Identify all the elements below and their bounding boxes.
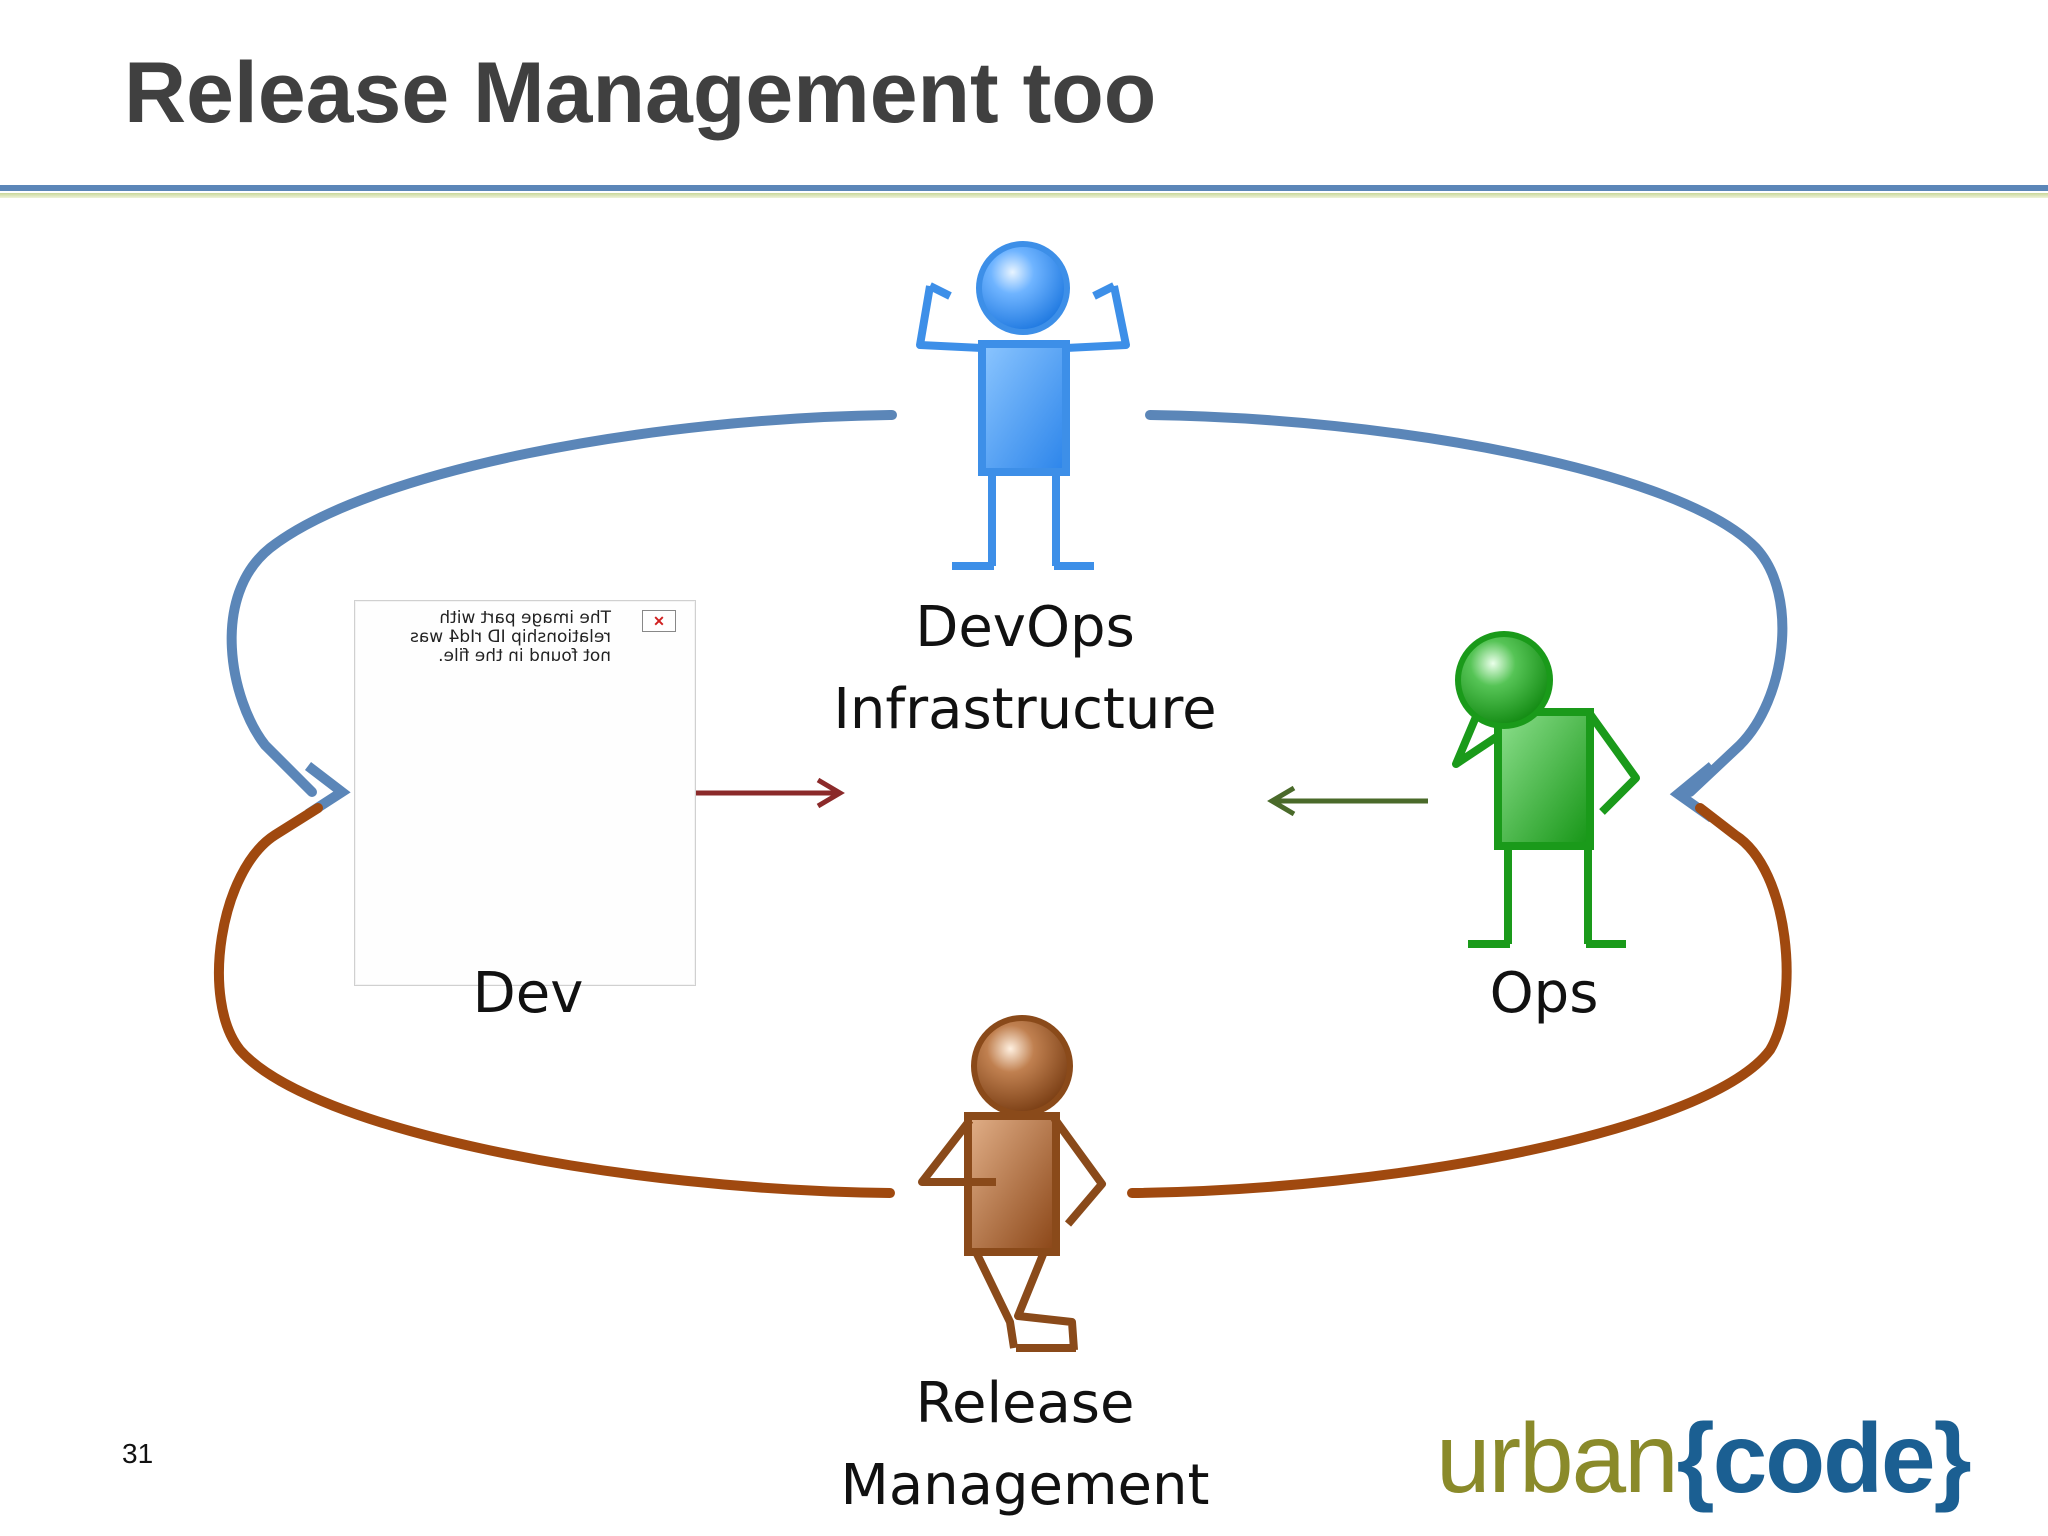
missing-image-message: The image part with relationship ID rId4… — [409, 608, 611, 666]
devops-figure-icon — [916, 241, 1130, 570]
page-number: 31 — [122, 1438, 154, 1469]
release-label-line1: Release — [915, 1371, 1135, 1436]
ops-label: Ops — [1489, 961, 1599, 1026]
brown-cycle-arc-right — [1127, 803, 1792, 1198]
missing-image-placeholder: ✕ The image part with relationship ID rI… — [354, 600, 696, 986]
brown-cycle-arc-left — [213, 803, 895, 1198]
slide-title: Release Management too — [124, 45, 1157, 141]
logo-text-code: {code} — [1676, 1403, 1972, 1513]
blue-cycle-arc-left — [226, 410, 897, 797]
ops-arrowhead — [1267, 785, 1296, 817]
devops-label: DevOps Infrastructure — [780, 587, 1270, 751]
release-label-line2: Management — [840, 1453, 1210, 1518]
title-rule-green — [0, 193, 2048, 198]
blue-cycle-arc-right — [1145, 410, 1788, 797]
broken-image-icon: ✕ — [642, 610, 676, 632]
release-management-label: Release Management — [780, 1363, 1270, 1527]
dev-label: Dev — [472, 961, 584, 1026]
title-rule-blue — [0, 185, 2048, 191]
dev-arrowhead — [816, 777, 845, 809]
devops-label-line2: Infrastructure — [833, 677, 1217, 742]
devops-label-line1: DevOps — [915, 595, 1135, 660]
ops-figure-icon — [1452, 631, 1640, 948]
logo-text-urban: urban — [1436, 1403, 1679, 1513]
urbancode-logo: urban{code} — [1436, 1402, 1972, 1515]
release-figure-icon — [918, 1015, 1106, 1352]
